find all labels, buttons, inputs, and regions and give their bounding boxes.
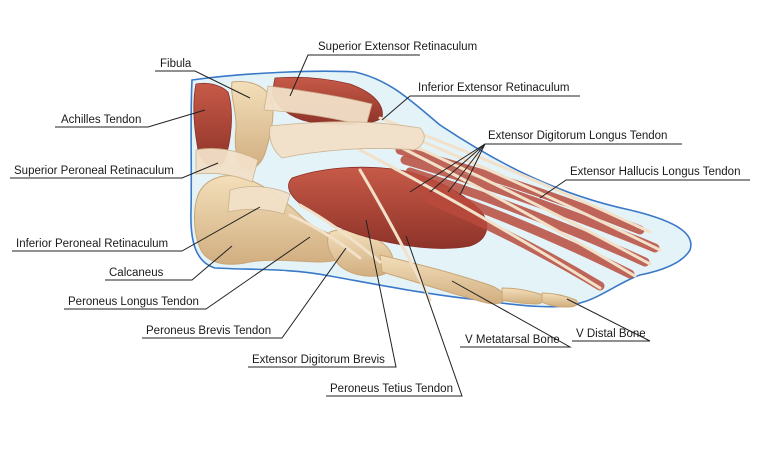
leader-line-calcaneus [105,245,233,281]
leader-line-v-distal-bone [566,298,651,342]
label-peroneus-brevis-tendon: Peroneus Brevis Tendon [146,325,272,337]
leader-line-inferior-peroneal-retinaculum [12,206,261,252]
label-extensor-digitorum-longus-tendon: Extensor Digitorum Longus Tendon [488,130,668,142]
leader-line-superior-peroneal-retinaculum [10,162,219,179]
leader-line-peroneus-longus-tendon [64,236,311,310]
leader-line-extensor-hallucis-longus-tendon [539,179,750,199]
inferior-peroneal-retinaculum-band [227,186,291,215]
leader-line-inferior-extensor-retinaculum [381,95,580,121]
leader-line-superior-extensor-retinaculum [289,54,420,97]
leader-line-v-metatarsal-bone [451,280,572,348]
leader-line-achilles-tendon [55,109,206,128]
label-peroneus-tetius-tendon: Peroneus Tetius Tendon [330,383,453,395]
leader-line-peroneus-tetius-tendon [326,235,463,397]
label-inferior-peroneal-retinaculum: Inferior Peroneal Retinaculum [16,238,169,250]
label-v-metatarsal-bone: V Metatarsal Bone [465,334,560,346]
tendon-cord [298,203,382,264]
label-v-distal-bone: V Distal Bone [576,328,646,340]
leader-line-fibula [155,70,251,99]
superior-peroneal-retinaculum-band [195,148,259,183]
leader-line-extensor-digitorum-brevis [248,219,397,368]
label-fibula: Fibula [160,58,192,70]
label-peroneus-longus-tendon: Peroneus Longus Tendon [68,296,199,308]
label-superior-peroneal-retinaculum: Superior Peroneal Retinaculum [14,165,174,177]
label-extensor-hallucis-longus-tendon: Extensor Hallucis Longus Tendon [570,166,741,178]
leader-line-edl-branch-4 [459,143,486,196]
tendon-cord [390,134,652,266]
inferior-extensor-retinaculum-band [269,121,425,159]
leader-line-peroneus-brevis-tendon [142,247,347,339]
tendon-cord [358,148,602,290]
leader-line-edl-branch-2 [429,143,486,193]
tendon-cord [396,144,637,278]
tendon-cord [358,168,432,302]
label-inferior-extensor-retinaculum: Inferior Extensor Retinaculum [418,82,570,94]
leader-lines [10,54,750,397]
label-superior-extensor-retinaculum: Superior Extensor Retinaculum [318,41,478,53]
label-calcaneus: Calcaneus [109,267,164,279]
label-achilles-tendon: Achilles Tendon [61,114,142,126]
leader-line-edl-branch-3 [447,143,486,193]
muscle-strand [395,145,645,235]
tendon-cord [288,213,362,260]
label-extensor-digitorum-brevis: Extensor Digitorum Brevis [252,354,385,366]
phalanx-distal [541,292,579,308]
